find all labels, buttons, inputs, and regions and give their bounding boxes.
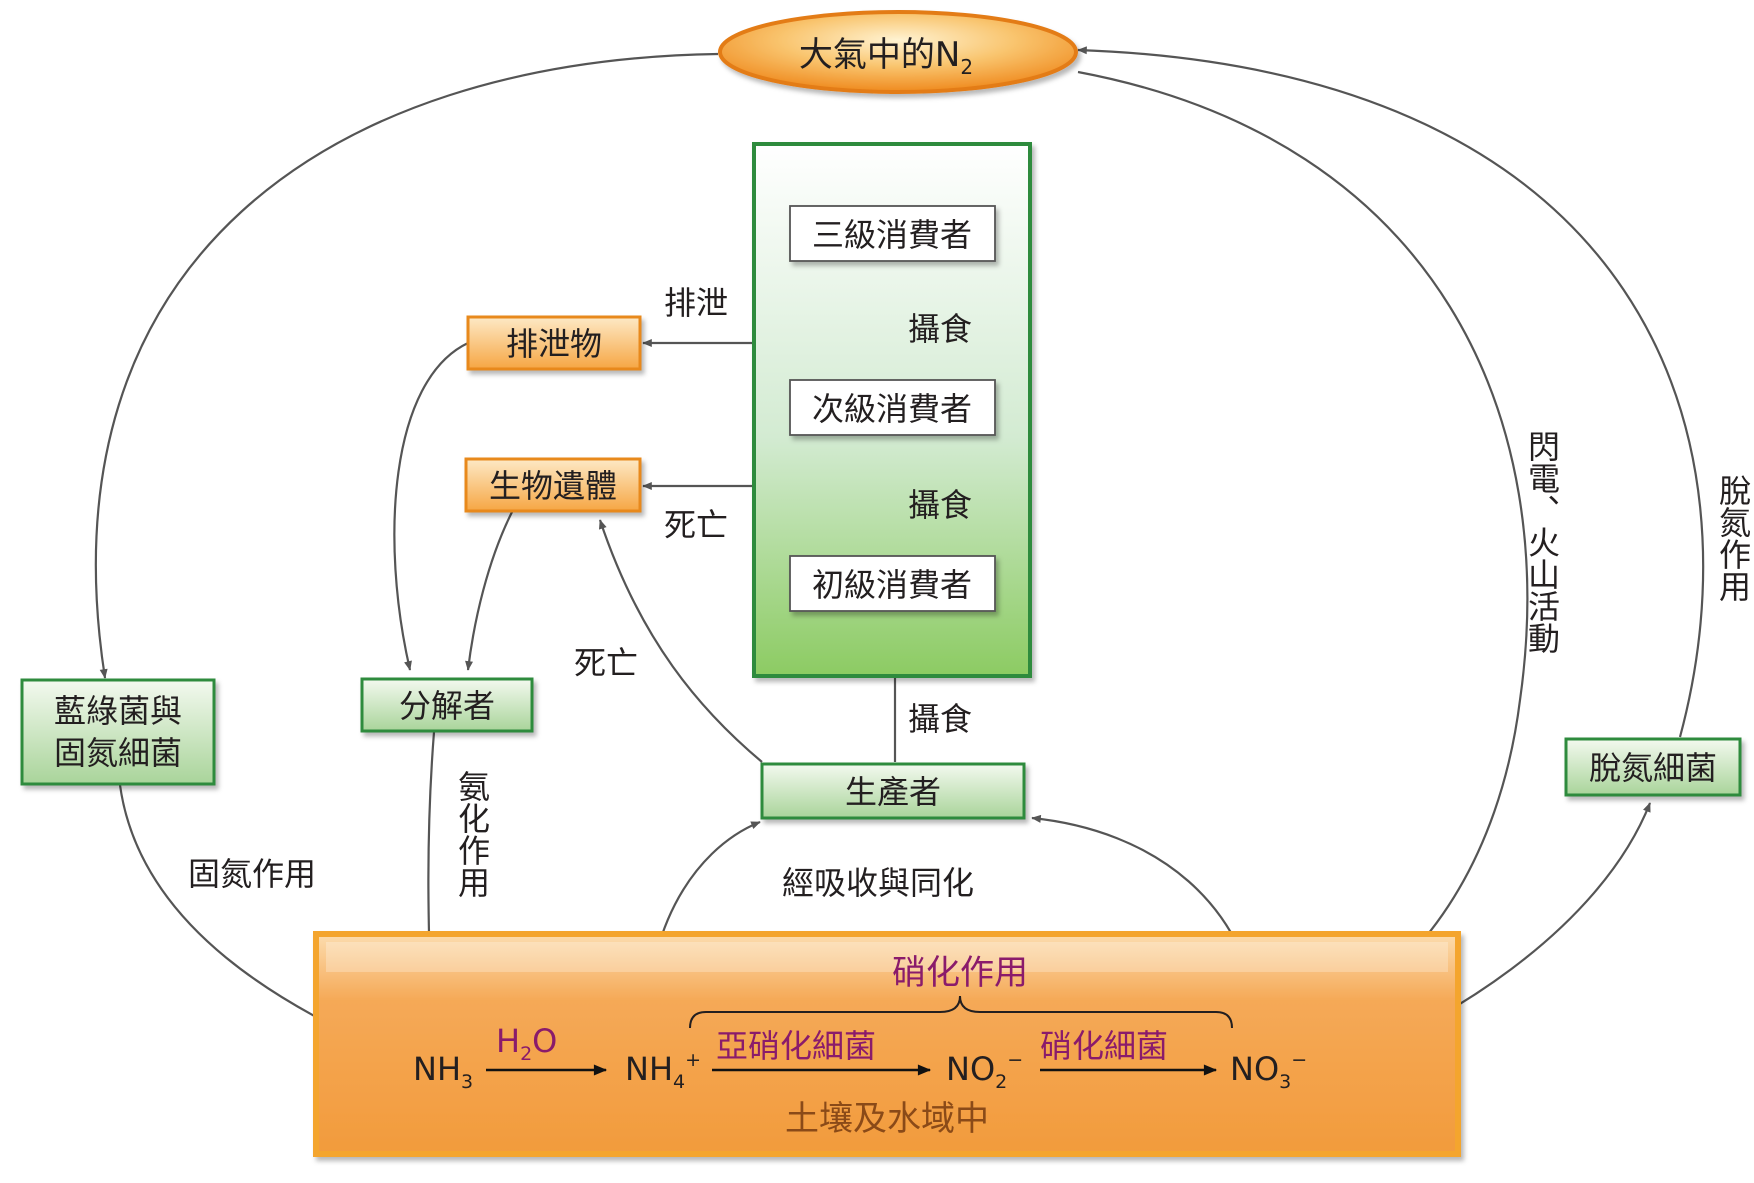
producer-label: 生產者	[845, 773, 941, 811]
nitrate-bacteria-label: 硝化細菌	[1040, 1027, 1168, 1065]
nitrogen-fixation-label: 固氮作用	[188, 855, 316, 893]
denitrifier-label: 脫氮細菌	[1589, 749, 1717, 787]
arrow-remains-to-decomposer	[465, 511, 513, 671]
consumers-panel: 三級消費者 次級消費者 初級消費者 攝食 攝食	[752, 142, 1032, 678]
producer-box: 生產者	[760, 762, 1026, 820]
denitrification-label: 脫氮作用	[1714, 474, 1752, 602]
remains-label: 生物遺體	[489, 467, 617, 505]
ammonia-formula: NH3	[413, 1050, 473, 1093]
lightning-volcano-label: 閃電、火山活動	[1523, 430, 1561, 654]
ingest-label-middle: 攝食	[908, 486, 972, 524]
nitrite-formula: NO2−	[946, 1049, 1023, 1093]
decomposer-label: 分解者	[399, 687, 495, 725]
tertiary-consumer-box: 三級消費者	[789, 205, 996, 262]
secondary-consumer-box: 次級消費者	[789, 379, 996, 436]
arrow-n2-to-no3	[1077, 70, 1529, 1028]
arrow-n2-to-fixers	[94, 52, 719, 679]
fixers-label-line1: 藍綠菌與	[54, 692, 182, 730]
arrow-excreta-to-decomposer	[393, 342, 469, 671]
fixers-label-line2: 固氮細菌	[54, 734, 182, 772]
ammonium-formula: NH4+	[625, 1049, 701, 1093]
death-arrow-label: 死亡	[664, 506, 728, 544]
primary-consumer-box: 初級消費者	[789, 555, 996, 612]
producer-death-label: 死亡	[574, 644, 638, 682]
nitrate-formula: NO3−	[1230, 1049, 1307, 1093]
tertiary-consumer-label: 三級消費者	[812, 216, 972, 254]
primary-consumer-label: 初級消費者	[812, 566, 972, 604]
excreta-box: 排泄物	[466, 315, 642, 371]
soil-water-area: 硝化作用 NH3 H2O NH4+ 亞硝化細菌 NO2− 硝化細菌 NO3− 土…	[313, 931, 1461, 1157]
atmosphere-subscript: 2	[960, 55, 973, 79]
arrow-denitrifier-to-n2	[1077, 46, 1705, 738]
remains-box: 生物遺體	[464, 457, 642, 513]
water-formula: H2O	[496, 1022, 557, 1065]
ingest-label-lower: 攝食	[908, 700, 972, 738]
ammonification-label: 氨化作用	[453, 770, 491, 898]
uptake-label: 經吸收與同化	[782, 864, 974, 902]
excreta-label: 排泄物	[506, 325, 602, 363]
excretion-arrow-label: 排泄	[664, 284, 728, 322]
atmosphere-label: 大氣中的N	[799, 35, 960, 75]
soil-water-title: 土壤及水域中	[785, 1099, 989, 1139]
ingest-label-upper: 攝食	[908, 310, 972, 348]
denitrifier-box: 脫氮細菌	[1564, 737, 1742, 797]
nitrogen-fixers-box: 藍綠菌與 固氮細菌	[20, 678, 216, 786]
secondary-consumer-label: 次級消費者	[812, 390, 972, 428]
decomposer-box: 分解者	[360, 677, 534, 733]
nitrification-label: 硝化作用	[892, 953, 1028, 993]
atmosphere-node: 大氣中的N2	[718, 10, 1078, 94]
svg-text:大氣中的N2: 大氣中的N2	[799, 35, 973, 79]
nitrite-bacteria-label: 亞硝化細菌	[716, 1027, 876, 1065]
arrow-producer-to-remains	[598, 519, 763, 763]
nitrification-brace	[689, 995, 1233, 1029]
